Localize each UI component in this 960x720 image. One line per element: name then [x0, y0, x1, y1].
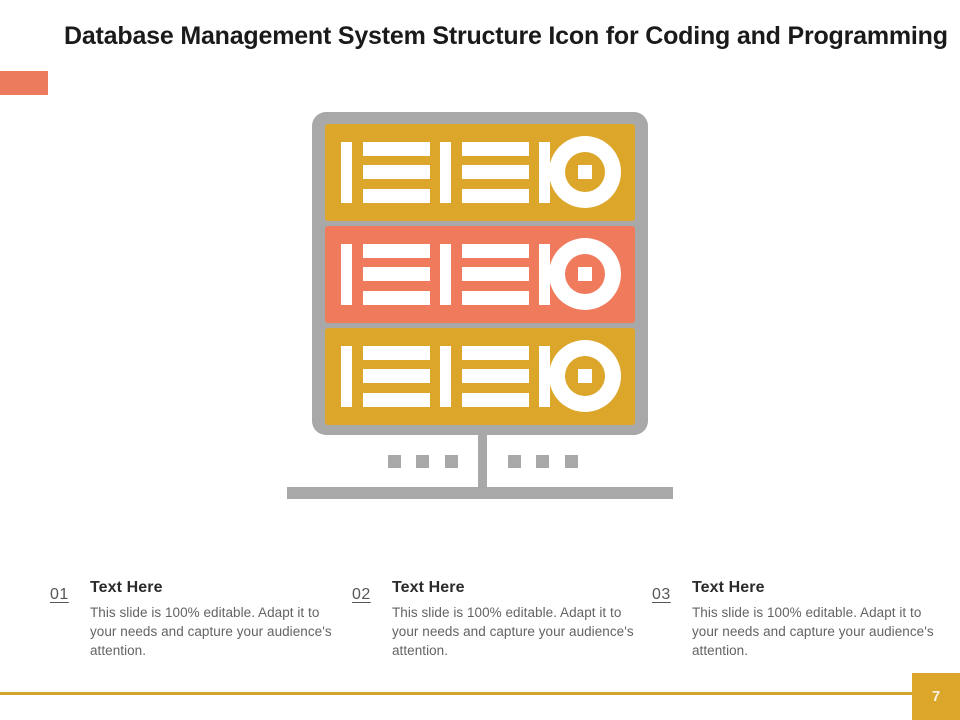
text-block-03-body: Text Here This slide is 100% editable. A…: [692, 578, 942, 660]
text-block-01-description: This slide is 100% editable. Adapt it to…: [90, 605, 332, 658]
rack-power-indicator-icon: [549, 238, 621, 310]
server-chassis: [312, 112, 648, 435]
page-number-label: 7: [931, 688, 941, 705]
rack-bar-vertical: [341, 244, 352, 305]
rack-bars-horizontal: [462, 346, 529, 407]
footer-divider: [0, 692, 913, 695]
server-rack-3: [325, 328, 635, 425]
text-block-03-number: 03: [652, 586, 671, 603]
text-block-03-heading: Text Here: [692, 579, 765, 596]
rack-bar-vertical: [440, 244, 451, 305]
rack-bars-horizontal: [363, 244, 430, 305]
rack-bars-horizontal: [462, 142, 529, 203]
rack-bar-vertical: [341, 346, 352, 407]
server-rack-2: [325, 226, 635, 323]
network-node-dots-right: [508, 455, 578, 468]
rack-bars-horizontal: [462, 244, 529, 305]
page-title: Database Management System Structure Ico…: [64, 22, 948, 50]
text-block-01-body: Text Here This slide is 100% editable. A…: [90, 578, 340, 660]
server-base-bar: [287, 487, 673, 499]
server-rack-1: [325, 124, 635, 221]
rack-power-indicator-icon: [549, 340, 621, 412]
rack-bar-vertical: [539, 142, 550, 203]
rack-bars-horizontal: [363, 346, 430, 407]
rack-bar-vertical: [440, 142, 451, 203]
rack-bar-vertical: [539, 244, 550, 305]
rack-bars-horizontal: [363, 142, 430, 203]
database-server-rack-icon: [280, 110, 680, 502]
text-block-02-description: This slide is 100% editable. Adapt it to…: [392, 605, 634, 658]
text-block-01-number: 01: [50, 586, 69, 603]
text-block-02-heading: Text Here: [392, 579, 465, 596]
page-number-badge: 7: [912, 673, 960, 720]
text-block-03-description: This slide is 100% editable. Adapt it to…: [692, 605, 934, 658]
server-connector-stem: [478, 433, 487, 499]
accent-bar-decoration: [0, 71, 48, 95]
rack-bar-vertical: [440, 346, 451, 407]
rack-bar-vertical: [539, 346, 550, 407]
network-node-dots-left: [388, 455, 458, 468]
rack-bar-vertical: [341, 142, 352, 203]
text-block-02-number: 02: [352, 586, 371, 603]
text-block-02-body: Text Here This slide is 100% editable. A…: [392, 578, 642, 660]
rack-power-indicator-icon: [549, 136, 621, 208]
text-block-01-heading: Text Here: [90, 579, 163, 596]
